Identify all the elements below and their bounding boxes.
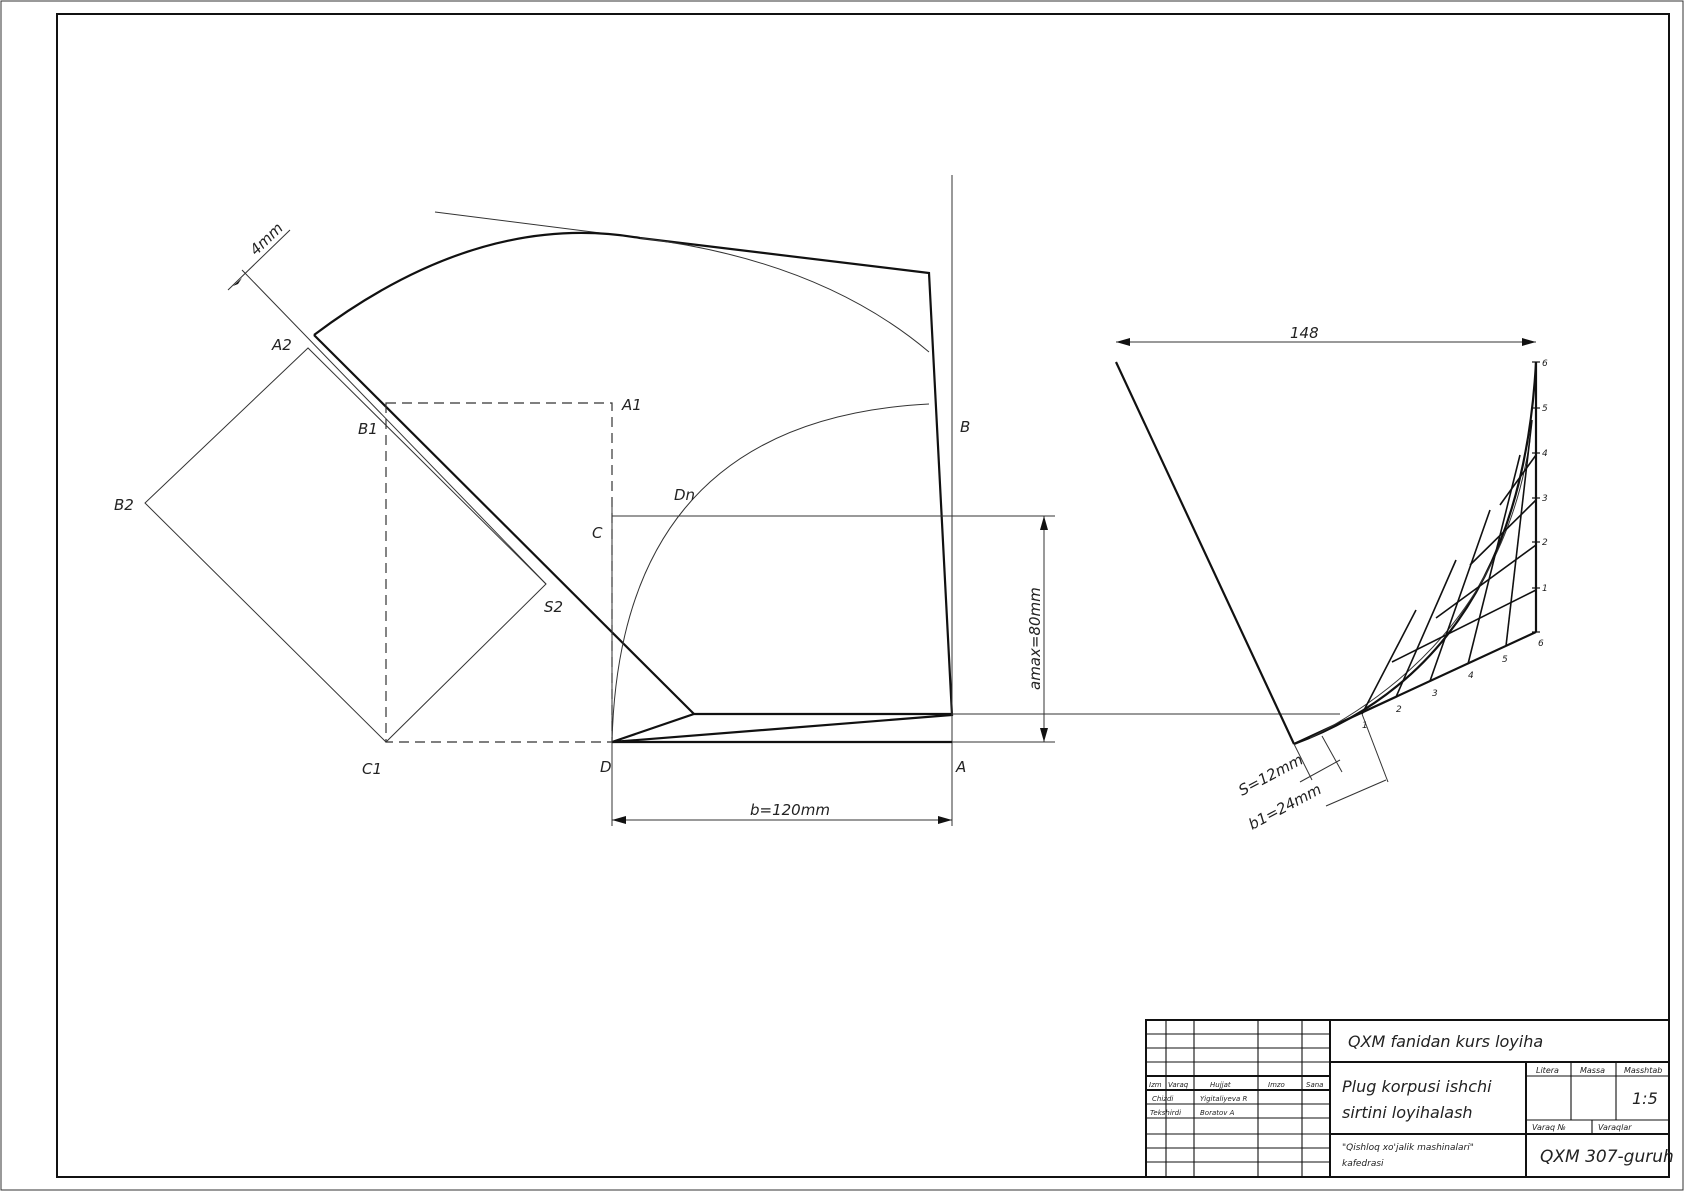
varaqlar: Varaqlar: [1598, 1123, 1632, 1132]
row-chizdi: Chizdi: [1152, 1095, 1173, 1103]
dim-b1-ext: [1361, 713, 1389, 783]
col-varaq: Varaq: [1168, 1081, 1189, 1089]
row-chizdi-name: Yigitaliyeva R: [1200, 1095, 1248, 1103]
label-dn: Dn: [674, 486, 695, 504]
col-masshtab: Masshtab: [1624, 1066, 1662, 1075]
dim-b-arrow-right: [938, 816, 952, 824]
plough-view: 4mm amax=80mm b=120mm A2 B1 B2 A1 Dn C B…: [114, 175, 1340, 826]
title-topic-2: sirtini loyihalash: [1342, 1103, 1473, 1122]
label-a2: A2: [271, 336, 292, 354]
wing-edge: [1115, 361, 1295, 745]
dim-s-line: [1299, 759, 1341, 783]
label-b: B: [960, 418, 970, 436]
dim-148: 148: [1290, 324, 1319, 342]
bottom-mark-labels: 1 2 3 4 5: [1362, 655, 1508, 731]
dim-148-arrow-right: [1522, 338, 1536, 346]
row-tekshirdi-name: Boratov A: [1200, 1109, 1235, 1117]
vertical-ticks: [1532, 361, 1540, 633]
thin-arc-upper: [639, 237, 930, 353]
quarter-arc: [611, 403, 930, 743]
label-s2: S2: [544, 598, 563, 616]
dim-amax-arrow-bottom: [1040, 728, 1048, 742]
scale-value: 1:5: [1632, 1089, 1658, 1108]
row-tekshirdi: Tekshirdi: [1150, 1109, 1181, 1117]
dim-s-ext2: [1321, 735, 1343, 773]
col-izm: Izm: [1149, 1081, 1162, 1089]
dim-b-arrow-left: [612, 816, 626, 824]
label-c1: C1: [362, 760, 382, 778]
dashed-rectangle: [385, 402, 613, 743]
label-c: C: [592, 524, 603, 542]
dim-b1-line: [1325, 779, 1387, 807]
mark-b2: 3: [1432, 689, 1438, 699]
title-project: QXM fanidan kurs loyiha: [1348, 1032, 1543, 1051]
title-group: QXM 307-guruh: [1540, 1147, 1674, 1167]
label-a1: A1: [621, 396, 642, 414]
mark-b4: 5: [1502, 655, 1508, 665]
dim-4mm-arrow: [233, 278, 242, 286]
mark-v0: 6: [1542, 359, 1548, 369]
offset-line: [241, 269, 547, 585]
title-block-frame: [1145, 1019, 1670, 1178]
label-d: D: [600, 758, 612, 776]
dim-s-ext1: [1293, 743, 1313, 781]
label-b1: B1: [358, 420, 378, 438]
label-a: A: [955, 758, 966, 776]
title-block: QXM fanidan kurs loyiha Plug korpusi ish…: [1145, 1019, 1674, 1178]
dim-amax-arrow-top: [1040, 516, 1048, 530]
mark-v5: 1: [1542, 584, 1548, 594]
grid-lines-horizontal: [1391, 454, 1537, 663]
col-massa: Massa: [1580, 1066, 1605, 1075]
share-edge: [313, 334, 695, 715]
mark-b1: 2: [1396, 705, 1402, 715]
varaq-no: Varaq №: [1532, 1123, 1566, 1132]
mark-v1: 5: [1542, 404, 1548, 414]
share-outline: [313, 231, 954, 744]
dim-amax: amax=80mm: [1026, 587, 1044, 690]
inner-frame: [56, 13, 1670, 1178]
title-dept-2: kafedrasi: [1342, 1159, 1384, 1169]
mark-b3: 4: [1468, 671, 1474, 681]
vertical-mark-labels: 6 5 4 3 2 1 6: [1538, 359, 1548, 649]
surface-view: 148: [1115, 324, 1548, 834]
mark-v3: 3: [1542, 494, 1548, 504]
rotated-rectangle: [144, 347, 547, 743]
mark-v2: 4: [1542, 449, 1548, 459]
col-sana: Sana: [1306, 1081, 1323, 1089]
col-imzo: Imzo: [1268, 1081, 1285, 1089]
title-topic-1: Plug korpusi ishchi: [1342, 1077, 1492, 1096]
dim-4mm-line: [227, 229, 291, 291]
col-litera: Litera: [1536, 1066, 1559, 1075]
mark-v4: 2: [1542, 538, 1548, 548]
label-b2: B2: [114, 496, 134, 514]
col-hujjat: Hujjat: [1210, 1081, 1231, 1089]
surface-curve-inner: [1309, 439, 1531, 739]
dim-b: b=120mm: [750, 801, 830, 819]
mark-b0: 1: [1362, 721, 1368, 731]
dim-148-arrow-left: [1116, 338, 1130, 346]
grid-lines-diagonal: [1361, 419, 1533, 715]
title-dept-1: "Qishloq xo'jalik mashinalari": [1342, 1143, 1474, 1153]
mark-v6: 6: [1538, 639, 1544, 649]
surface-curve: [1293, 361, 1538, 746]
